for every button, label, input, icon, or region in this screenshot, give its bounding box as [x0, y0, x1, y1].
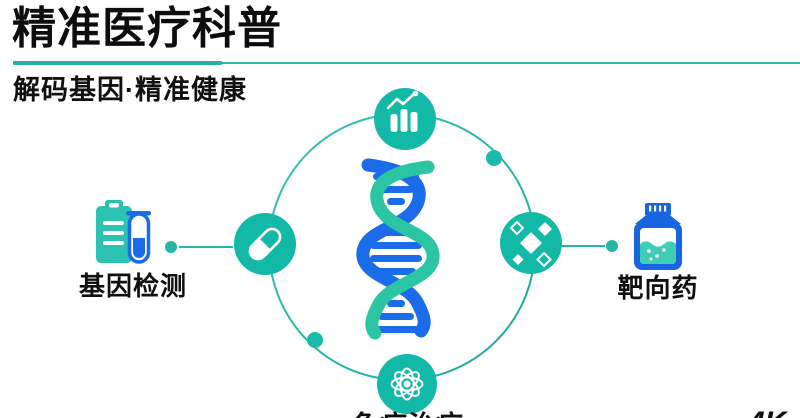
label-targeted-drug: 靶向药 [617, 273, 699, 303]
ring-node-top [374, 88, 436, 150]
underline-thin-segment [222, 62, 800, 64]
label-immunotherapy: 免疫治疗 [323, 404, 493, 418]
dna-strand-blue [356, 158, 431, 338]
dna-double-helix-icon [356, 158, 440, 340]
ring-node-bottom [377, 354, 437, 414]
left-connector [165, 241, 233, 253]
ring-node-left [234, 213, 296, 275]
title-underline [13, 61, 800, 65]
label-gene-testing: 基因检测 [78, 271, 187, 301]
medicine-bottle-icon [634, 203, 682, 270]
ring-node-right [500, 212, 562, 274]
bar-chart-rising-icon [386, 90, 419, 132]
ring-dot-northeast [486, 150, 502, 166]
dna-strand-green [365, 160, 440, 340]
clipboard-and-test-tube-icon [96, 200, 151, 264]
ring-dot-southwest [307, 332, 323, 348]
atom-icon [390, 367, 424, 401]
page-title: 精准医疗科普 [12, 4, 282, 53]
page-subtitle: 解码基因·精准健康 [13, 75, 247, 105]
capsule-pill-icon [248, 227, 282, 261]
right-connector [557, 240, 618, 252]
watermark-4k: 4K [748, 406, 786, 418]
molecule-diamonds-icon [509, 220, 552, 268]
underline-thick-segment [13, 61, 222, 65]
